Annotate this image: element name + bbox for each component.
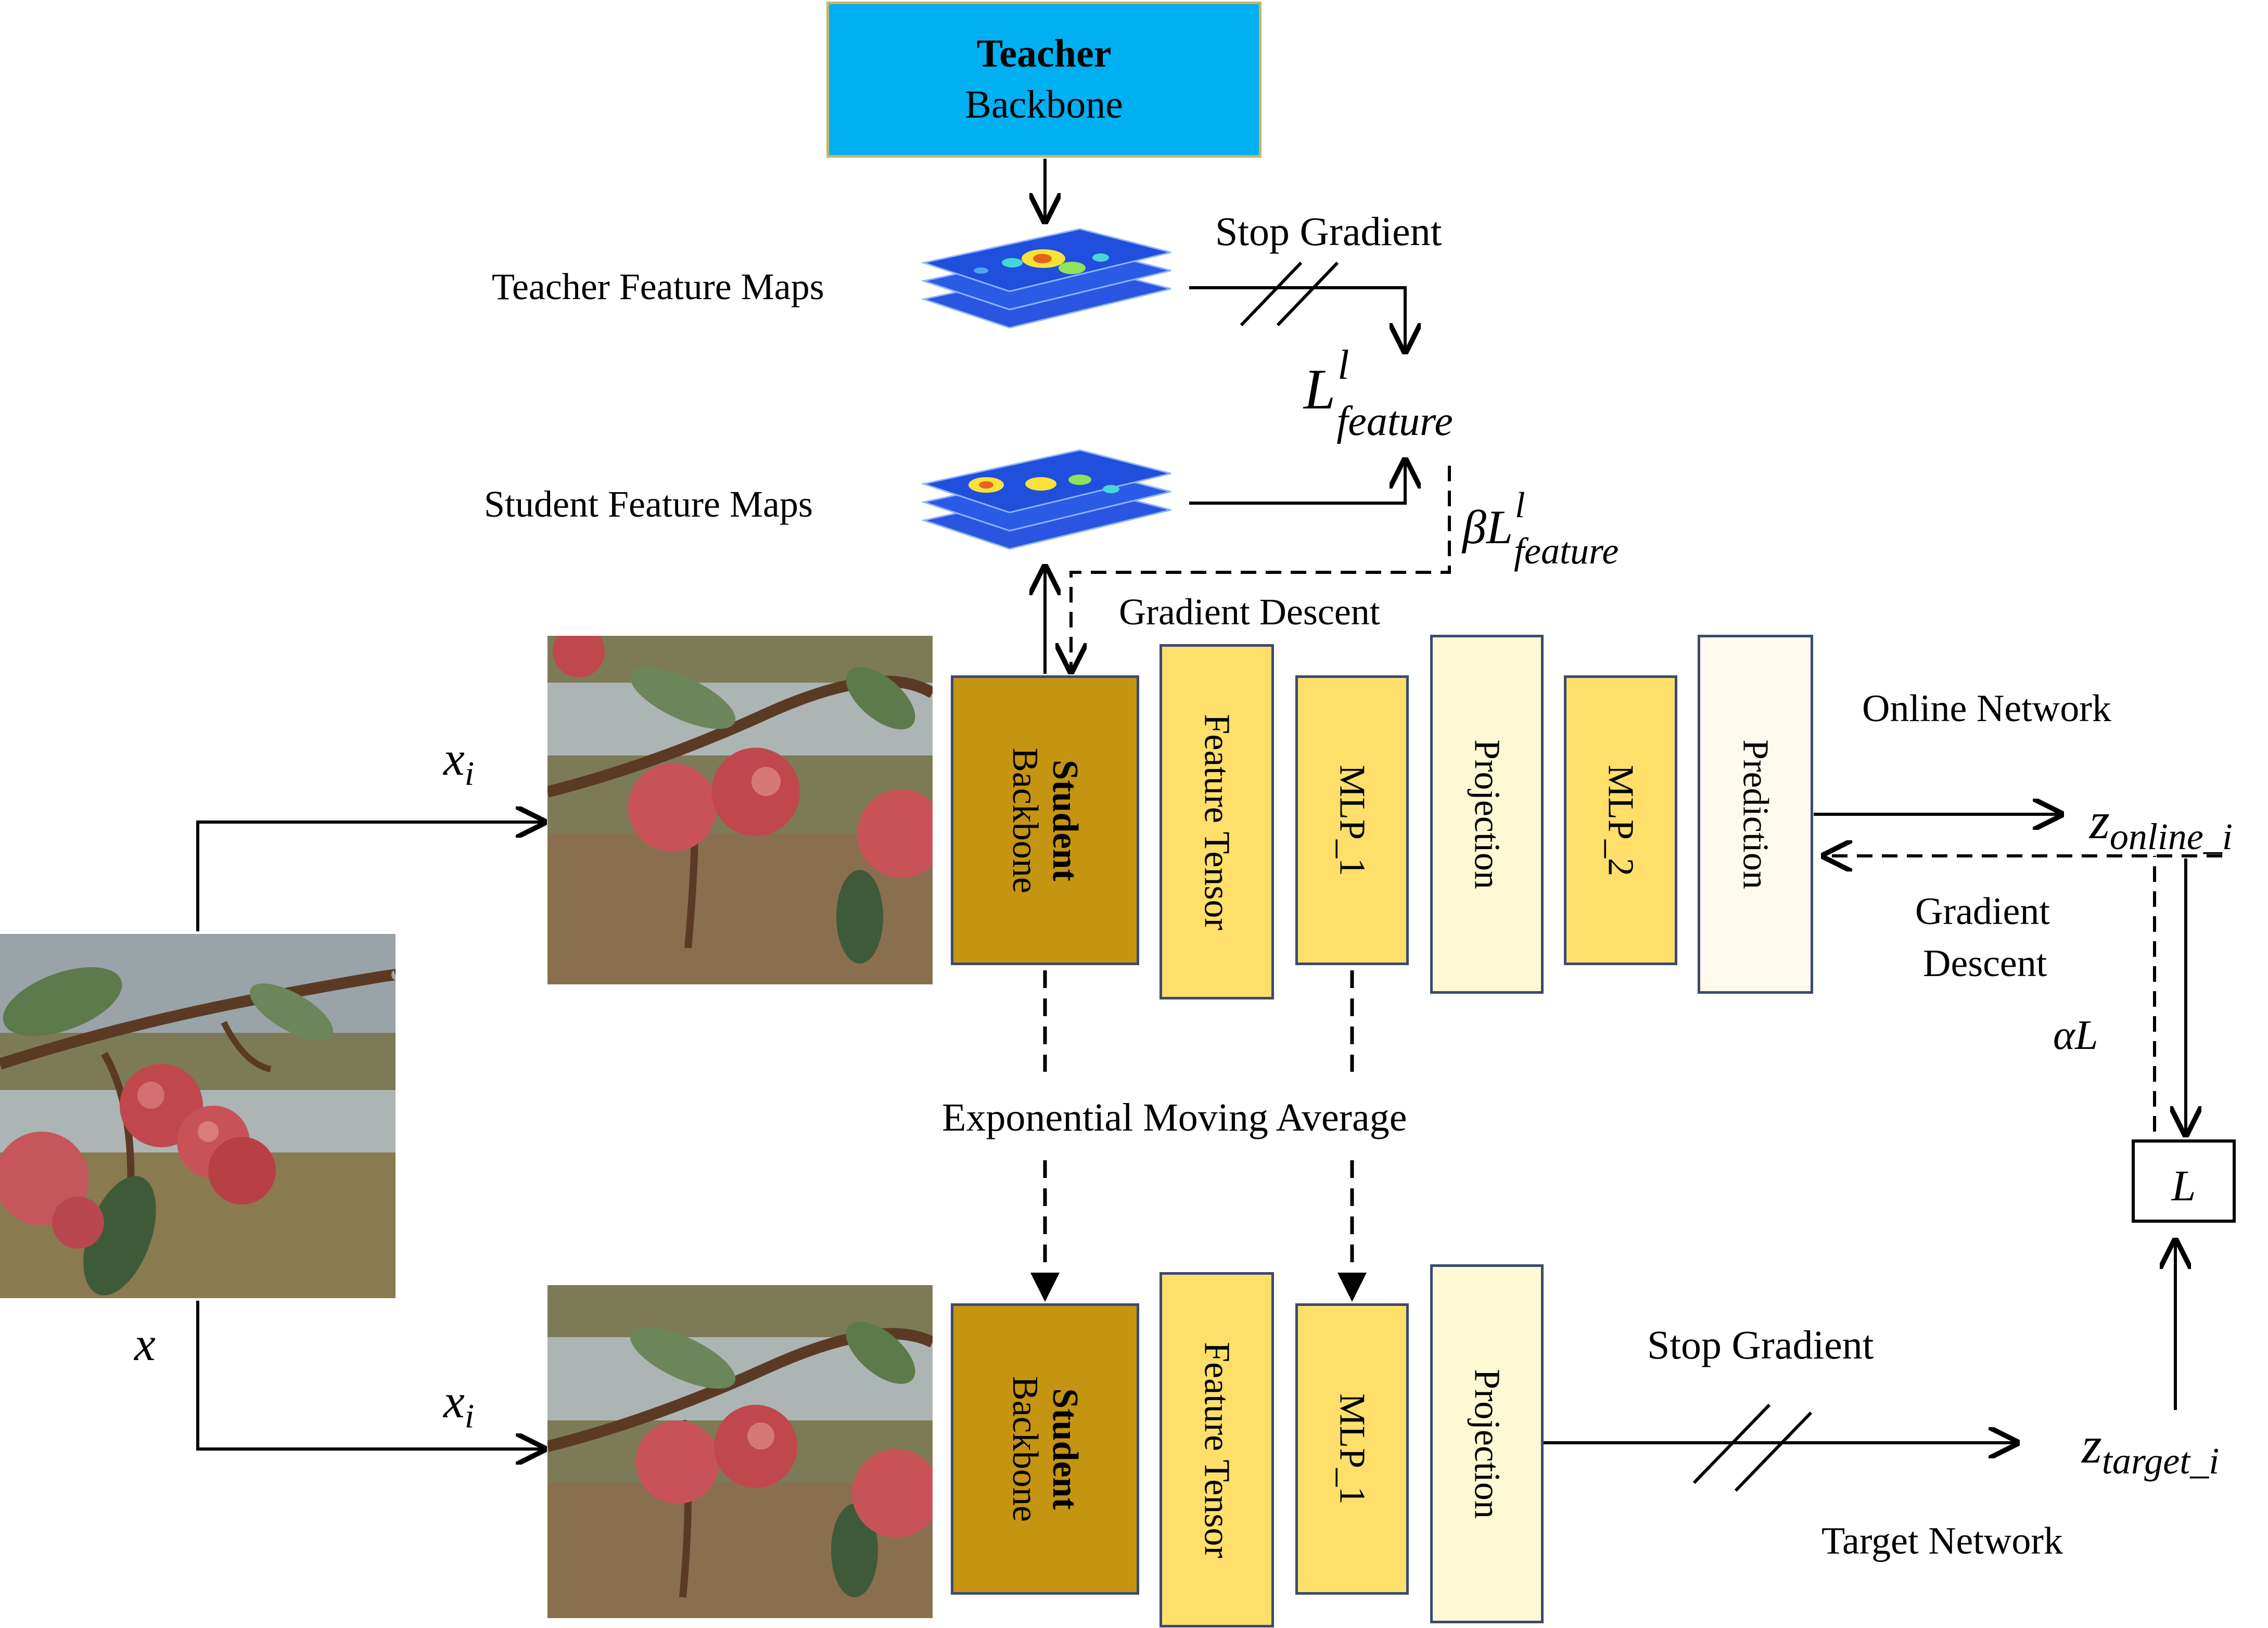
online-mlp1-label: MLP_1 [1332, 764, 1372, 876]
teacher-title: Teacher [976, 32, 1112, 75]
gradient-descent-right-1: Gradient [1915, 890, 2050, 933]
ema-label: Exponential Moving Average [942, 1096, 1407, 1139]
z-target-label: ztarget_i [2082, 1415, 2219, 1483]
loss-L-box: L [2132, 1139, 2236, 1223]
stop-gradient-slash-4 [1734, 1411, 1813, 1492]
online-projection-label: Projection [1467, 739, 1507, 889]
gradient-descent-right-2: Descent [1923, 942, 2047, 985]
target-student-title: Student [1045, 1388, 1085, 1510]
z-target-sub: target_i [2101, 1440, 2220, 1482]
target-mlp1: MLP_1 [1295, 1303, 1409, 1595]
stop-gradient-bottom-label: Stop Gradient [1647, 1322, 1874, 1367]
l-feature-base: L [1304, 357, 1336, 421]
student-feature-maps-label: Student Feature Maps [484, 483, 813, 525]
arrow-teacher-maps-to-loss [1189, 286, 1405, 351]
target-xi-base: x [443, 1375, 465, 1428]
online-mlp1: MLP_1 [1295, 675, 1409, 965]
z-online-sub: online_i [2109, 816, 2233, 857]
target-feature-tensor-label: Feature Tensor [1196, 1341, 1237, 1558]
online-xi-base: x [443, 732, 465, 785]
online-student-title: Student [1045, 759, 1085, 881]
beta-l-sub: feature [1514, 530, 1619, 572]
arrow-student-maps-to-loss [1189, 460, 1405, 505]
teacher-subtitle: Backbone [965, 83, 1123, 126]
target-projection: Projection [1430, 1264, 1544, 1623]
beta-l-sup: l [1515, 485, 1525, 525]
online-mlp2: MLP_2 [1564, 675, 1677, 965]
alpha-l-label: αL [2053, 1012, 2098, 1058]
online-augmented-photo [547, 636, 933, 984]
l-feature-sup: l [1337, 342, 1349, 388]
online-prediction: Prediction [1698, 635, 1813, 994]
arrow-input-to-online [196, 822, 544, 931]
stop-gradient-slash-1 [1240, 261, 1303, 327]
teacher-backbone-box: Teacher Backbone [826, 2, 1262, 158]
stop-gradient-top-label: Stop Gradient [1215, 209, 1442, 254]
input-x-label: x [134, 1317, 156, 1370]
online-feature-tensor: Feature Tensor [1160, 644, 1274, 999]
loss-L-label: L [2171, 1162, 2196, 1210]
stop-gradient-slash-3 [1692, 1403, 1771, 1484]
online-student-sub: Backbone [1005, 747, 1045, 893]
target-feature-tensor: Feature Tensor [1160, 1272, 1274, 1627]
teacher-feature-maps [921, 228, 1171, 329]
online-xi-label: xi [443, 731, 474, 793]
target-augmented-photo [547, 1285, 933, 1618]
target-projection-label: Projection [1467, 1369, 1507, 1519]
z-online-base: z [2089, 792, 2110, 850]
teacher-feature-maps-label: Teacher Feature Maps [492, 266, 824, 307]
beta-l-base: L [1486, 501, 1513, 554]
online-prediction-label: Prediction [1735, 739, 1776, 889]
target-xi-sub: i [464, 1397, 475, 1435]
l-feature-sub: feature [1336, 399, 1453, 444]
arrow-input-to-target [196, 1301, 544, 1449]
z-target-base: z [2082, 1416, 2102, 1474]
student-feature-maps [921, 449, 1171, 550]
target-mlp1-label: MLP_1 [1332, 1393, 1372, 1505]
online-projection: Projection [1430, 635, 1544, 994]
online-xi-sub: i [464, 754, 475, 793]
target-network-label: Target Network [1821, 1520, 2063, 1562]
online-feature-tensor-label: Feature Tensor [1196, 713, 1237, 930]
z-online-label: zonline_i [2089, 791, 2233, 858]
gradient-descent-top-label: Gradient Descent [1119, 591, 1380, 633]
input-photo [0, 934, 396, 1298]
online-network-label: Online Network [1862, 687, 2111, 730]
target-xi-label: xi [443, 1374, 474, 1436]
dashed-beta-feedback [1071, 466, 1451, 671]
stop-gradient-slash-2 [1276, 261, 1339, 327]
online-mlp2-label: MLP_2 [1600, 764, 1641, 876]
target-student-sub: Backbone [1005, 1376, 1045, 1522]
beta-symbol: β [1462, 501, 1486, 554]
